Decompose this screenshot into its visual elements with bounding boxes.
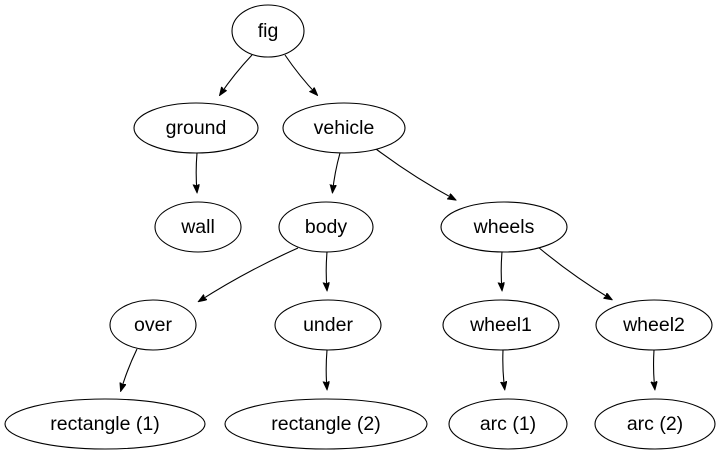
node-label-ground: ground: [166, 117, 227, 139]
node-shape-rectangle1[interactable]: [4, 398, 206, 450]
node-shape-over[interactable]: [109, 299, 197, 351]
edge-wheels-to-wheel2: [537, 246, 611, 299]
node-wheel1[interactable]: wheel1: [442, 299, 560, 351]
node-body[interactable]: body: [278, 201, 374, 253]
node-shape-arc2[interactable]: [594, 398, 716, 450]
node-shape-vehicle[interactable]: [282, 102, 406, 154]
node-label-rectangle1: rectangle (1): [50, 413, 159, 435]
node-label-rectangle2: rectangle (2): [271, 413, 380, 435]
node-vehicle[interactable]: vehicle: [282, 102, 406, 154]
node-over[interactable]: over: [109, 299, 197, 351]
node-label-vehicle: vehicle: [314, 117, 375, 139]
node-shape-under[interactable]: [274, 299, 382, 351]
edge-fig-to-ground: [220, 54, 253, 95]
node-shape-wheels[interactable]: [440, 201, 568, 253]
node-shape-wheel2[interactable]: [595, 299, 713, 351]
node-wheel2[interactable]: wheel2: [595, 299, 713, 351]
edge-wheel1-to-arc1: [503, 349, 505, 389]
edge-fig-to-vehicle: [284, 54, 317, 95]
node-rectangle1[interactable]: rectangle (1): [4, 398, 206, 450]
edge-wheels-to-wheel1: [501, 251, 502, 290]
node-under[interactable]: under: [274, 299, 382, 351]
edge-under-to-rectangle2: [326, 349, 327, 389]
node-label-body: body: [305, 216, 348, 238]
node-wheels[interactable]: wheels: [440, 201, 568, 253]
edge-vehicle-to-body: [333, 152, 341, 192]
node-shape-fig[interactable]: [231, 4, 305, 58]
node-label-over: over: [134, 314, 172, 336]
node-shape-rectangle2[interactable]: [224, 398, 428, 450]
node-label-fig: fig: [258, 20, 279, 42]
node-label-wall: wall: [180, 216, 215, 238]
node-label-wheel1: wheel1: [469, 314, 532, 336]
edge-body-to-over: [199, 247, 299, 301]
edges-layer: [121, 54, 655, 391]
node-label-arc2: arc (2): [627, 413, 683, 435]
node-label-wheel2: wheel2: [622, 314, 685, 336]
node-arc2[interactable]: arc (2): [594, 398, 716, 450]
edge-over-to-rectangle1: [121, 348, 138, 391]
node-fig[interactable]: fig: [231, 4, 305, 58]
node-label-arc1: arc (1): [480, 413, 536, 435]
edge-wheel2-to-arc2: [654, 349, 655, 389]
edge-ground-to-wall: [196, 152, 197, 192]
nodes-layer: fig ground vehicle wall body wheels over under w…: [4, 4, 716, 450]
node-shape-wall[interactable]: [154, 201, 242, 253]
node-label-under: under: [303, 314, 353, 336]
edge-vehicle-to-wheels: [375, 148, 455, 200]
edge-body-to-under: [326, 251, 327, 290]
node-shape-ground[interactable]: [133, 102, 259, 154]
node-ground[interactable]: ground: [133, 102, 259, 154]
node-arc1[interactable]: arc (1): [448, 398, 568, 450]
node-shape-wheel1[interactable]: [442, 299, 560, 351]
node-label-wheels: wheels: [473, 216, 535, 238]
node-shape-arc1[interactable]: [448, 398, 568, 450]
node-rectangle2[interactable]: rectangle (2): [224, 398, 428, 450]
node-wall[interactable]: wall: [154, 201, 242, 253]
node-shape-body[interactable]: [278, 201, 374, 253]
